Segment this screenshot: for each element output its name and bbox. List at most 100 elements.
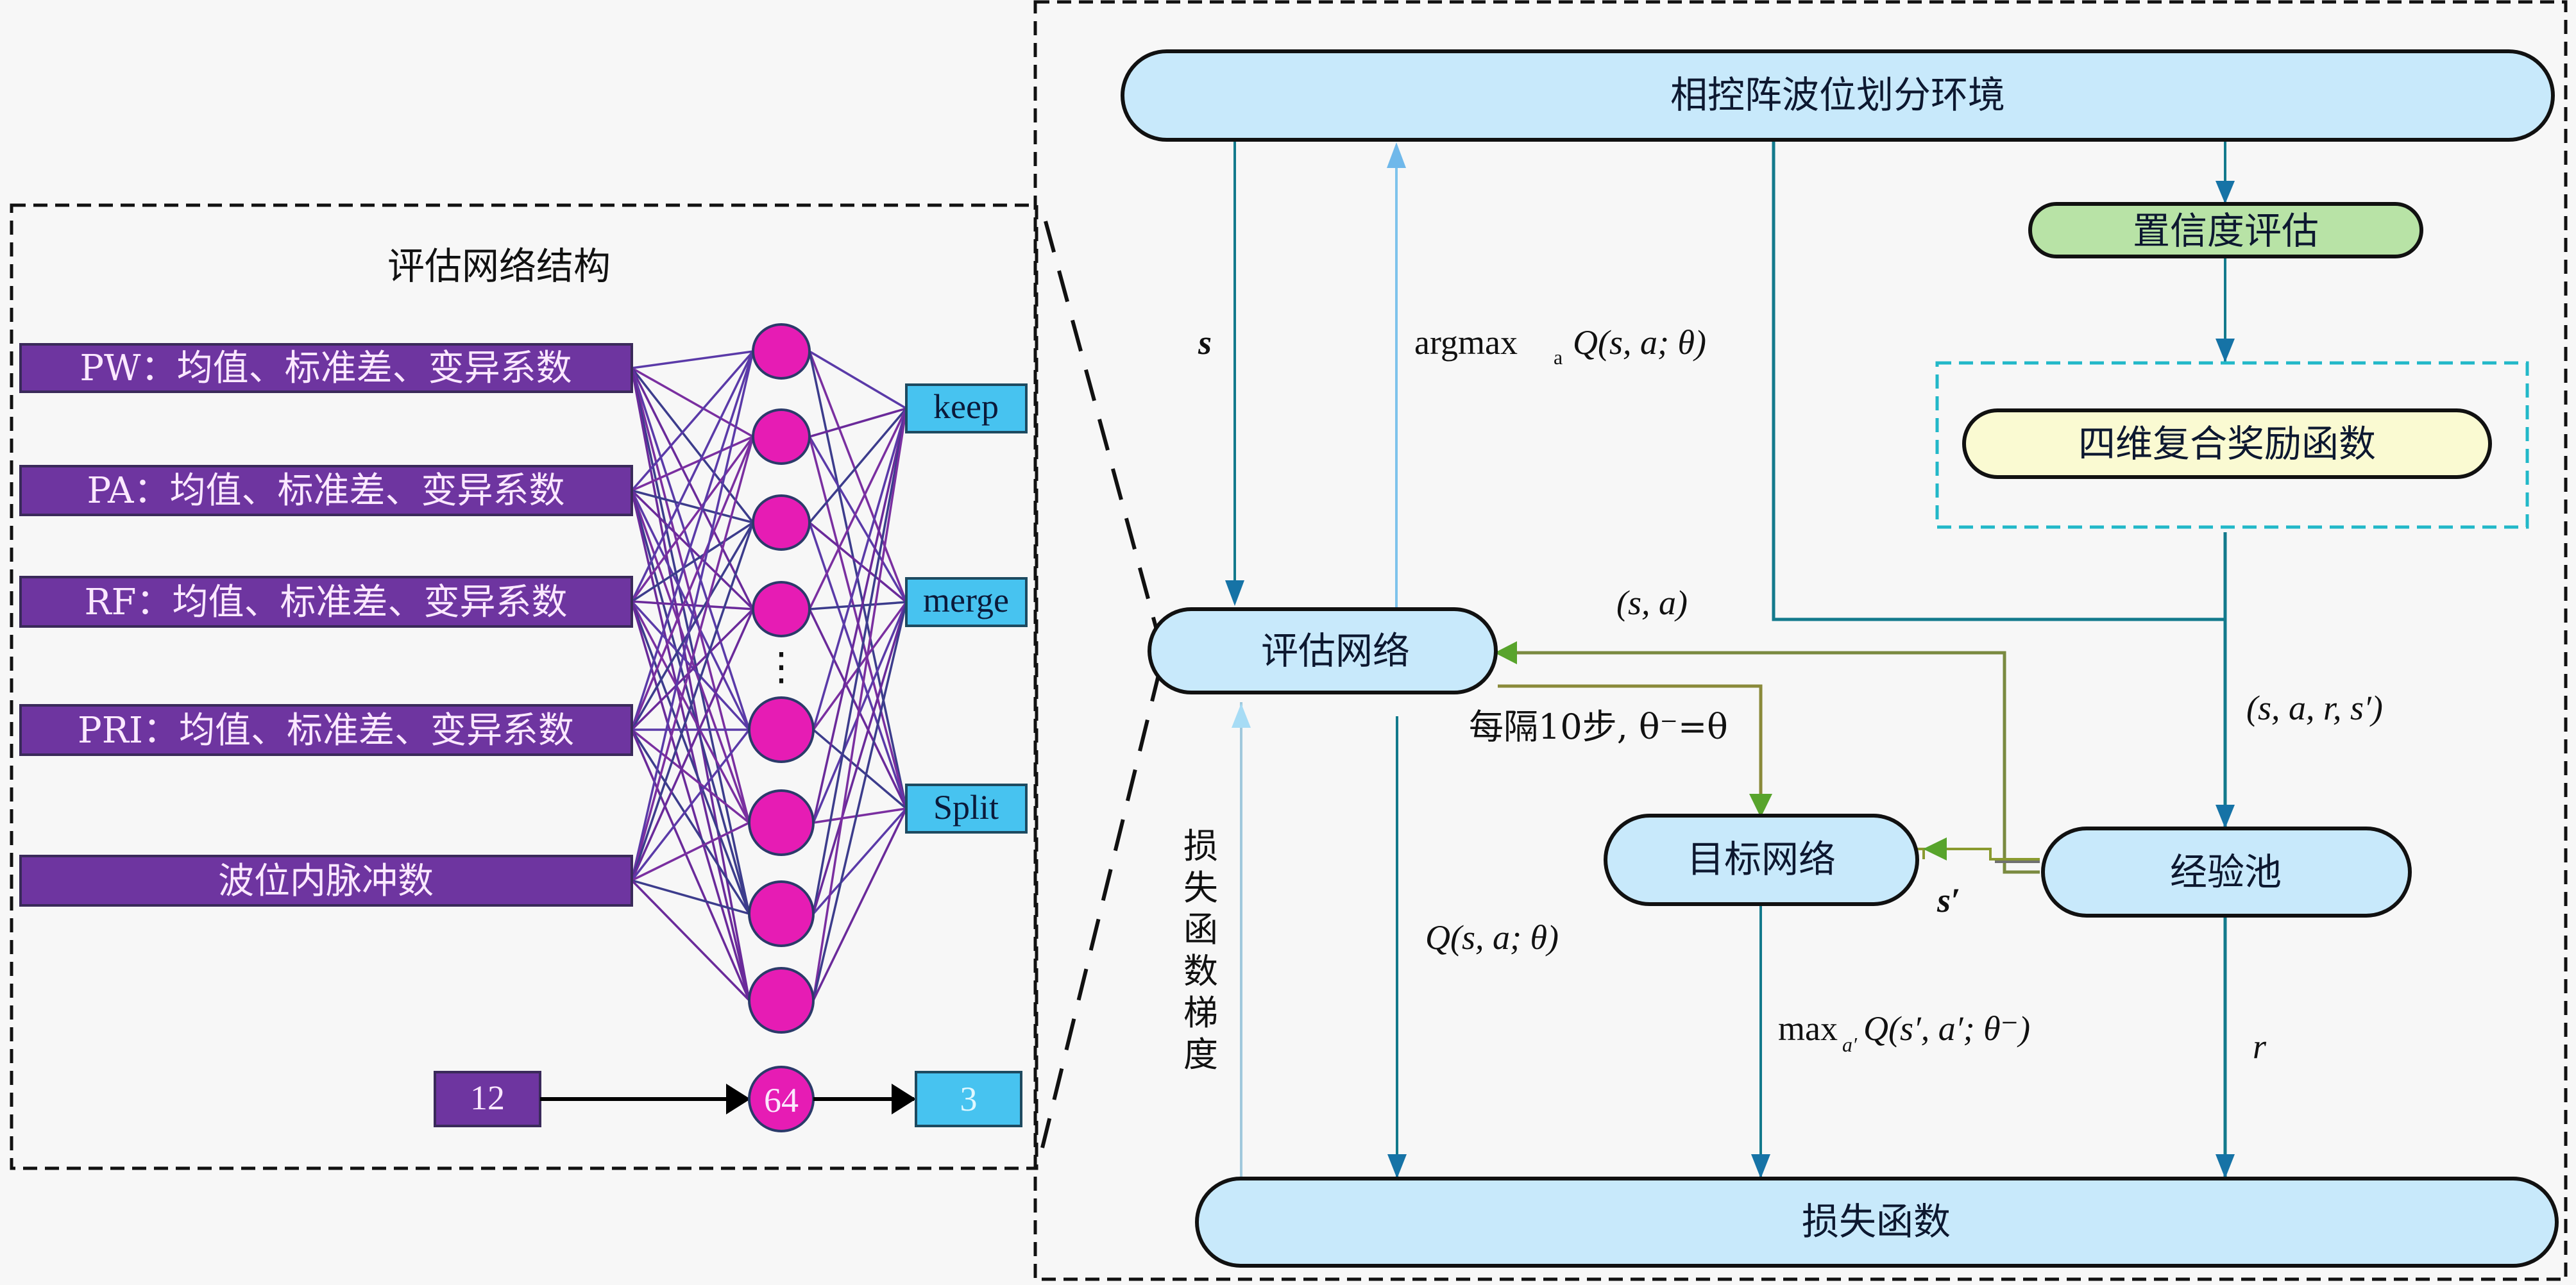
svg-text:损: 损 <box>1183 826 1218 866</box>
input-hidden-edge <box>631 521 754 603</box>
svg-text:损失函数: 损失函数 <box>1802 1200 1951 1243</box>
hidden-output-edge <box>808 609 908 809</box>
replay-pool-node: 经验池 <box>2041 827 2412 918</box>
reward-label: r <box>2253 1027 2267 1066</box>
input-hidden-edge <box>631 489 754 524</box>
gradient-label: 损 失 函 数 梯 度 <box>1183 826 1218 1075</box>
svg-text:64: 64 <box>764 1081 799 1120</box>
hidden-node <box>748 789 815 856</box>
input-hidden-edge <box>631 728 750 824</box>
hidden-output-edge <box>809 407 907 438</box>
hidden-output-edge <box>809 601 907 610</box>
hidden-output-edge <box>812 728 908 810</box>
input-hidden-edge <box>631 601 750 823</box>
eval-net-node: 评估网络 <box>1148 607 1498 694</box>
input-hidden-edge <box>631 490 750 914</box>
hidden-output-edge <box>809 350 907 410</box>
svg-text:12: 12 <box>470 1079 505 1117</box>
output-merge: merge <box>905 577 1028 627</box>
input-size-box <box>434 1071 541 1127</box>
input-hidden-edge <box>631 350 754 369</box>
input-bar-pri: PRI：均值、标准差、变异系数 <box>19 704 633 756</box>
svg-text:max: max <box>1778 1009 1838 1048</box>
svg-text:keep: keep <box>933 387 999 426</box>
svg-text:argmax: argmax <box>1414 323 1518 362</box>
svg-text:函: 函 <box>1183 909 1218 950</box>
svg-text:数: 数 <box>1183 951 1218 991</box>
hidden-output-edge <box>808 407 908 524</box>
hidden-output-edge <box>812 408 908 730</box>
input-hidden-edge <box>631 435 754 492</box>
input-hidden-edge <box>631 729 750 1001</box>
hidden-output-edge <box>812 408 908 823</box>
input-hidden-edge <box>631 351 754 881</box>
input-hidden-edge <box>631 609 754 881</box>
input-bars: PW：均值、标准差、变异系数 PA：均值、标准差、变异系数 RF：均值、标准差、… <box>19 343 633 907</box>
svg-text:置信度评估: 置信度评估 <box>2133 209 2319 253</box>
output-keep: keep <box>905 383 1028 433</box>
input-bar-pulse-count: 波位内脉冲数 <box>19 855 633 907</box>
hidden-output-edge <box>812 601 908 823</box>
argmax-label: argmax a Q(s, a; θ) <box>1414 323 1706 369</box>
input-hidden-edge <box>631 601 750 914</box>
input-hidden-edge <box>631 522 754 881</box>
svg-text:3: 3 <box>960 1080 978 1118</box>
reward-group-frame <box>1935 361 2529 529</box>
svg-text:a: a <box>1554 346 1563 369</box>
state-label: s <box>1198 323 1212 362</box>
hidden-node <box>752 581 811 637</box>
input-hidden-edge <box>631 367 754 610</box>
hidden-node <box>748 880 815 947</box>
input-hidden-edge <box>631 351 754 602</box>
svg-text:失: 失 <box>1183 868 1218 908</box>
svg-text:评估网络: 评估网络 <box>1261 629 1410 673</box>
hidden-output-edge <box>812 601 908 914</box>
zoom-connector-top <box>1044 221 1162 642</box>
input-hidden-edge <box>631 728 750 882</box>
state-action-label: (s, a) <box>1616 584 1688 622</box>
input-hidden-edge <box>631 350 754 492</box>
right-panel-frame <box>1033 0 2568 1281</box>
network-structure-title: 评估网络结构 <box>387 244 611 288</box>
input-bar-pa: PA：均值、标准差、变异系数 <box>19 465 633 516</box>
svg-text:RF：均值、标准差、变异系数: RF：均值、标准差、变异系数 <box>84 582 567 623</box>
hidden-node <box>752 408 811 465</box>
svg-text:经验池: 经验池 <box>2170 850 2282 894</box>
hidden-output-edge <box>813 807 907 824</box>
svg-text:度: 度 <box>1183 1034 1218 1075</box>
output-size-box <box>915 1071 1022 1127</box>
input-hidden-edge <box>631 490 750 823</box>
arrow-head-icon <box>726 1084 750 1114</box>
hidden-output-edge <box>812 408 908 1001</box>
input-hidden-edge <box>631 367 750 914</box>
target-net-node: 目标网络 <box>1604 814 1919 906</box>
output-split: Split <box>905 784 1028 834</box>
q-eval-label: Q(s, a; θ) <box>1425 918 1559 957</box>
input-hidden-edge <box>631 489 754 610</box>
hidden-node <box>752 323 811 380</box>
zoom-connector-bottom <box>1040 669 1162 1148</box>
next-state-label: s′ <box>1936 881 1960 920</box>
hidden-output-edge <box>808 521 908 603</box>
svg-text:目标网络: 目标网络 <box>1687 837 1836 881</box>
input-hidden-edge <box>631 351 754 730</box>
hidden-output-edge <box>808 351 908 809</box>
hidden-output-edge <box>812 408 908 914</box>
hidden-output-edge <box>812 601 908 1001</box>
input-bar-pw: PW：均值、标准差、变异系数 <box>19 343 633 393</box>
input-hidden-edge <box>631 490 750 730</box>
hidden-ellipsis: ⋮ <box>762 646 801 688</box>
network-edges <box>631 350 908 1002</box>
svg-text:a′: a′ <box>1842 1033 1858 1056</box>
svg-text:PW：均值、标准差、变异系数: PW：均值、标准差、变异系数 <box>80 348 572 389</box>
svg-text:Q(s, a; θ): Q(s, a; θ) <box>1573 323 1706 362</box>
input-hidden-edge <box>631 435 754 603</box>
hidden-output-edge <box>812 808 908 1001</box>
svg-text:相控阵波位划分环境: 相控阵波位划分环境 <box>1670 73 2005 117</box>
input-bar-rf: RF：均值、标准差、变异系数 <box>19 576 633 628</box>
sync-label: 每隔10步, θ⁻=θ <box>1469 707 1728 747</box>
hidden-node <box>748 967 815 1034</box>
input-hidden-edge <box>631 436 754 881</box>
input-hidden-edge <box>631 436 754 730</box>
arrow-head-icon <box>892 1084 916 1114</box>
